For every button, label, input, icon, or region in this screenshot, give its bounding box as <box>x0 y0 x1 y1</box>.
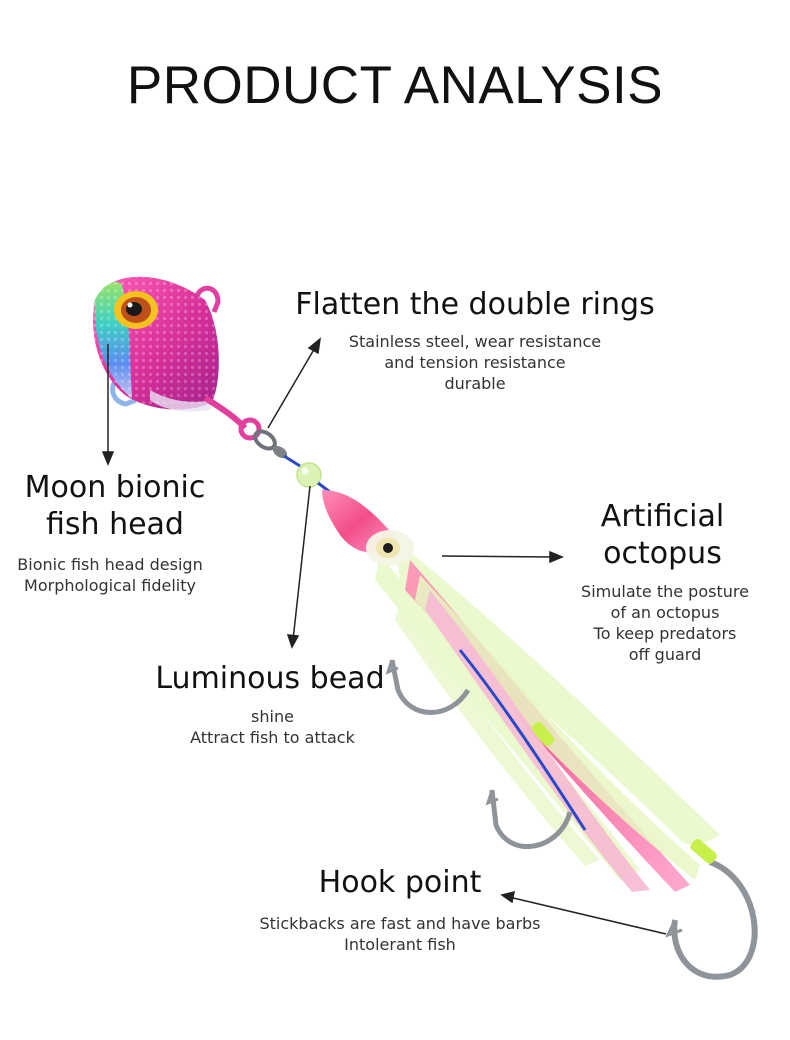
octopus-heading-line: octopus <box>603 536 722 571</box>
page-title: PRODUCT ANALYSIS <box>126 56 664 115</box>
rings-description: Stainless steel, wear resistance and ten… <box>330 331 620 394</box>
bead-desc-line: Attract fish to attack <box>190 728 355 747</box>
bead-heading: Luminous bead <box>140 660 400 697</box>
octopus-heading: Artificial octopus <box>570 498 755 572</box>
rings-heading-line: Flatten the double rings <box>295 287 655 322</box>
callout-arrows <box>101 337 667 935</box>
head-heading-line: Moon bionic <box>24 470 206 505</box>
bead-desc-line: shine <box>251 707 294 726</box>
octopus-desc-line: off guard <box>628 645 702 664</box>
octopus-skirt <box>322 490 720 892</box>
rings-heading: Flatten the double rings <box>280 286 670 323</box>
head-desc-line: Bionic fish head design <box>17 555 203 574</box>
bead-heading-line: Luminous bead <box>155 661 385 696</box>
octopus-description: Simulate the posture of an octopus To ke… <box>565 581 765 665</box>
hook-heading: Hook point <box>300 864 500 901</box>
hook-desc-line: Stickbacks are fast and have barbs <box>259 914 541 933</box>
rings-desc-line: Stainless steel, wear resistance <box>348 332 602 351</box>
octopus-desc-line: of an octopus <box>610 603 720 622</box>
head-description: Bionic fish head design Morphological fi… <box>0 554 220 596</box>
octopus-desc-line: Simulate the posture <box>581 582 749 601</box>
head-desc-line: Morphological fidelity <box>24 576 196 595</box>
rings-desc-line: durable <box>444 374 506 393</box>
luminous-bead <box>296 462 331 494</box>
octopus-heading-line: Artificial <box>600 499 725 534</box>
hook-desc-line: Intolerant fish <box>344 935 456 954</box>
head-heading-line: fish head <box>46 507 184 542</box>
rings-desc-line: and tension resistance <box>384 353 566 372</box>
hook-heading-line: Hook point <box>318 865 482 900</box>
fish-head <box>93 276 219 412</box>
hook-description: Stickbacks are fast and have barbs Intol… <box>250 913 550 955</box>
bead-description: shine Attract fish to attack <box>165 706 380 748</box>
head-heading: Moon bionic fish head <box>10 469 220 543</box>
swivel <box>203 395 301 468</box>
octopus-desc-line: To keep predators <box>593 624 737 643</box>
hooks <box>385 659 758 980</box>
